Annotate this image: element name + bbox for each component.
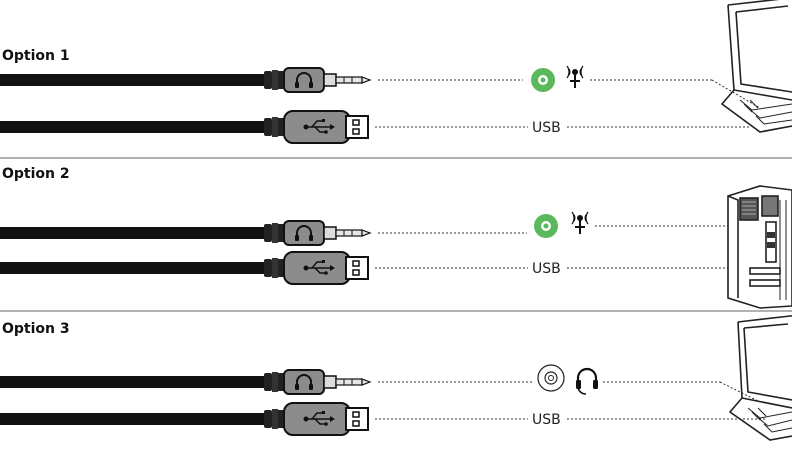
option-3: Option 3 USB <box>0 315 792 441</box>
option-title: Option 3 <box>2 321 70 337</box>
microphone-icon <box>566 65 584 89</box>
audio-jack-cable <box>0 67 371 93</box>
option-title: Option 1 <box>2 48 70 64</box>
audio-jack-cable <box>0 369 371 395</box>
usb-cable <box>0 110 369 144</box>
audio-jack-cable <box>0 220 371 246</box>
laptop-icon <box>728 315 792 441</box>
white-port-icon <box>537 364 565 392</box>
green-port-icon <box>534 214 558 238</box>
usb-label: USB <box>532 412 561 428</box>
connection-line <box>711 79 761 109</box>
option-1: Option 1 USB <box>0 0 792 144</box>
desktop-tower-icon <box>727 185 792 309</box>
microphone-icon <box>571 211 589 235</box>
laptop-icon <box>720 0 792 133</box>
option-title: Option 2 <box>2 166 70 182</box>
usb-cable <box>0 402 369 436</box>
connection-line <box>719 381 761 403</box>
usb-label: USB <box>532 120 561 136</box>
usb-cable <box>0 251 369 285</box>
headphone-icon <box>576 367 598 395</box>
green-port-icon <box>531 68 555 92</box>
option-2: Option 2 USB <box>0 166 792 309</box>
usb-label: USB <box>532 261 561 277</box>
